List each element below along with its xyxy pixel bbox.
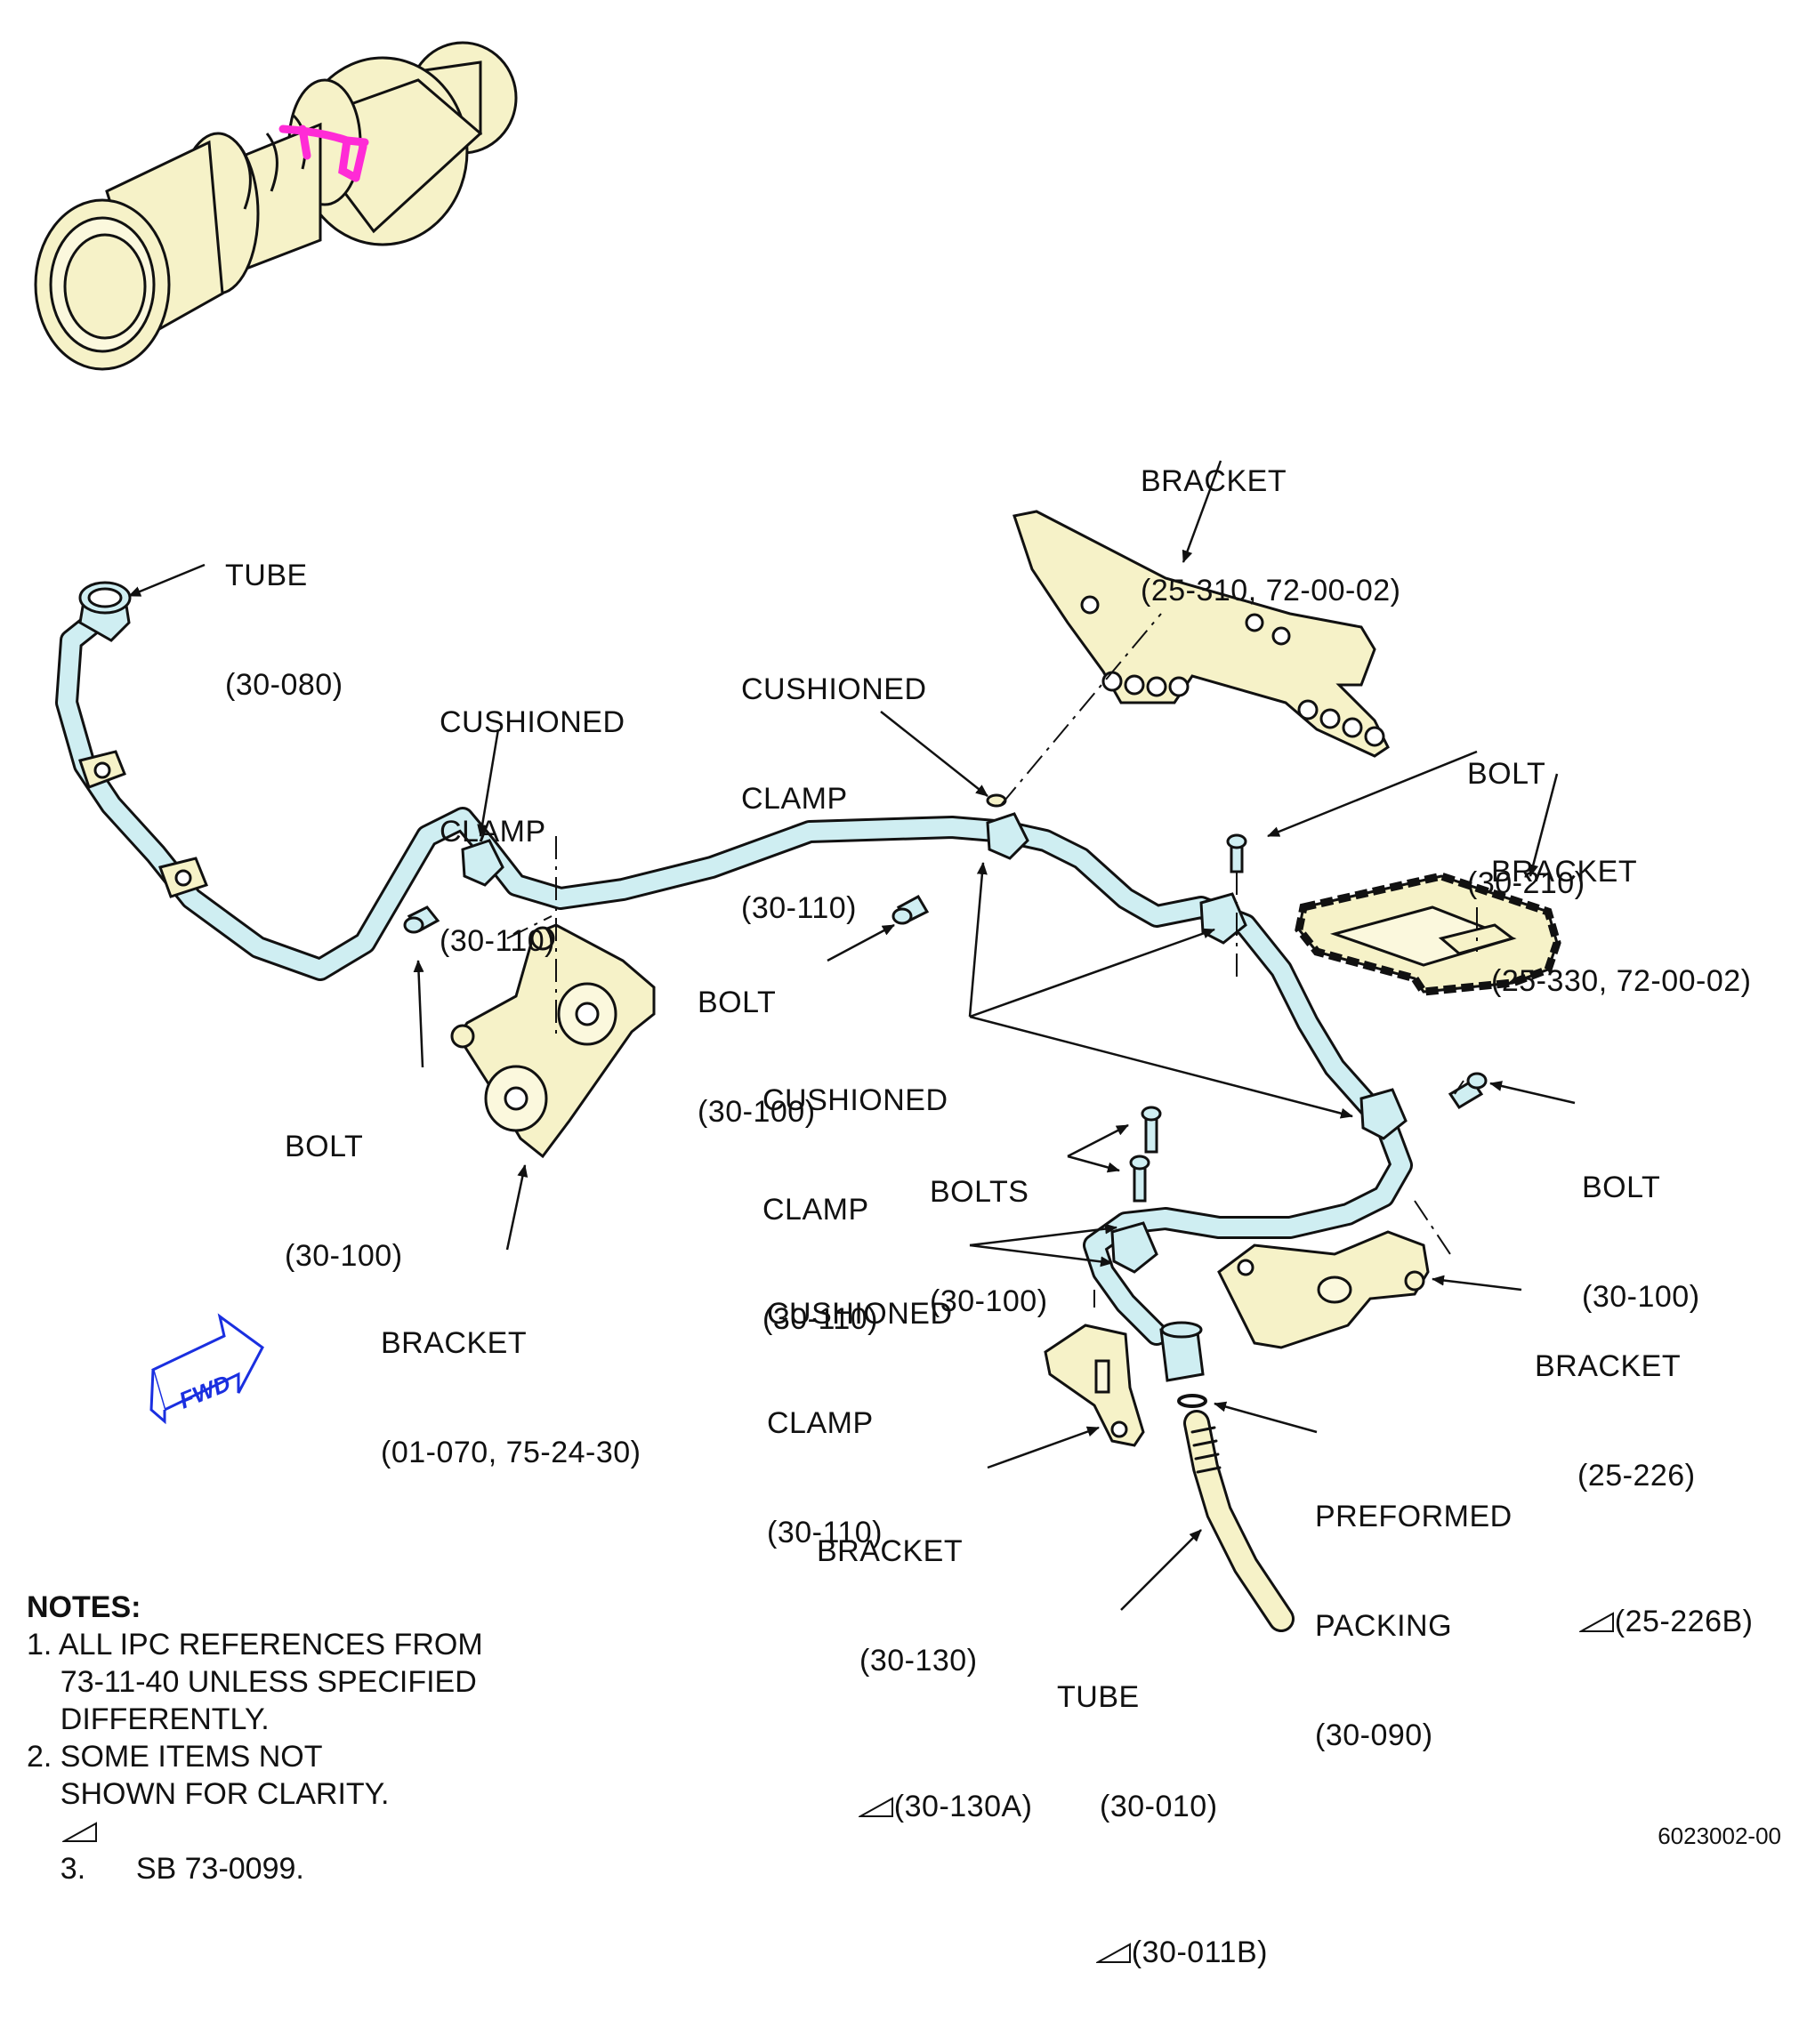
tube-clip-upper (78, 750, 126, 789)
tube-clip-lower (158, 857, 208, 898)
sb-indicator-icon (62, 1822, 98, 1843)
label-clamp-left: CUSHIONED CLAMP (30-110) (440, 705, 625, 958)
bolts-pair (1129, 1106, 1162, 1203)
bracket-01-070 (450, 923, 656, 1159)
tube-30-080-drawing (55, 593, 1413, 1346)
tube-end-fitting (78, 581, 132, 642)
label-bolt-30-210: BOLT (30-210) (1467, 757, 1585, 900)
bolt-mid (891, 894, 930, 925)
note-1-cont: 73-11-40 UNLESS SPECIFIED (27, 1665, 477, 1699)
bracket-25-226 (1217, 1230, 1430, 1349)
cushioned-clamp-right (1359, 1088, 1408, 1140)
tube-nut (1159, 1321, 1205, 1382)
alignment-lines (506, 613, 1478, 1308)
label-bracket-30-130: BRACKET (30-130) (30-130A) (817, 1534, 1033, 1823)
preformed-packing (1177, 1394, 1207, 1408)
label-tube-30-080: TUBE (30-080) (225, 559, 343, 702)
document-id: 6023002-00 (1658, 1823, 1781, 1849)
notes-heading: NOTES: (27, 1590, 141, 1624)
label-bolts-pair: BOLTS (30-100) (930, 1175, 1048, 1318)
ipc-exploded-diagram: FWD (34, 41, 1576, 1632)
leader-lines (128, 460, 1576, 1611)
cushioned-clamp-lower (1110, 1221, 1158, 1274)
tube-location-highlight (278, 125, 369, 182)
bolt-left (403, 905, 440, 934)
sb-indicator-icon (1095, 1943, 1132, 1964)
label-bolt-right: BOLT (30-100) (1582, 1171, 1700, 1314)
sb-indicator-icon (858, 1797, 894, 1818)
label-bracket-25-310: BRACKET (25-310, 72-00-02) (1141, 464, 1401, 608)
cushioned-clamp-mid (986, 793, 1029, 860)
label-bracket-01-070: BRACKET (01-070, 75-24-30) (381, 1326, 641, 1469)
cushioned-clamp-center (1199, 892, 1247, 945)
bolt-30-210 (1226, 833, 1247, 873)
note-1: 1. ALL IPC REFERENCES FROM (27, 1628, 483, 1662)
label-bolt-left: BOLT (30-100) (285, 1130, 403, 1273)
label-clamp-mid: CUSHIONED CLAMP (30-110) (741, 672, 927, 925)
cushioned-clamp-left (461, 839, 504, 887)
bolt-right (1448, 1072, 1488, 1110)
label-tube-30-010: TUBE (30-010) (30-011B) (1057, 1680, 1268, 1969)
label-bracket-25-226: BRACKET (25-226) (25-226B) (1535, 1349, 1754, 1638)
label-bolt-mid: BOLT (30-100) (698, 986, 816, 1129)
label-clamp-lower: CUSHIONED CLAMP (30-110) (767, 1297, 953, 1549)
engine-locator-illustration (34, 41, 518, 371)
fwd-arrow-icon: FWD (149, 1313, 264, 1425)
note-2: 2. SOME ITEMS NOT (27, 1740, 323, 1774)
notes-block: NOTES: 1. ALL IPC REFERENCES FROM 73-11-… (27, 1589, 483, 1962)
label-bracket-25-330: BRACKET (25-330, 72-00-02) (1491, 855, 1752, 998)
note-3: 3. SB 73-0099. (27, 1813, 483, 1962)
bracket-30-130 (1044, 1324, 1145, 1447)
note-1-cont: DIFFERENTLY. (27, 1702, 270, 1736)
note-2-cont: SHOWN FOR CLARITY. (27, 1777, 390, 1811)
bracket-25-330 (1295, 872, 1561, 996)
label-clamp-center: CUSHIONED CLAMP (30-110) (762, 1083, 948, 1336)
tube-30-010-drawing (1183, 1410, 1295, 1632)
sb-indicator-icon (1578, 1612, 1615, 1633)
bracket-25-310 (1012, 510, 1390, 758)
label-preformed-packing: PREFORMED PACKING (30-090) (1315, 1500, 1513, 1752)
